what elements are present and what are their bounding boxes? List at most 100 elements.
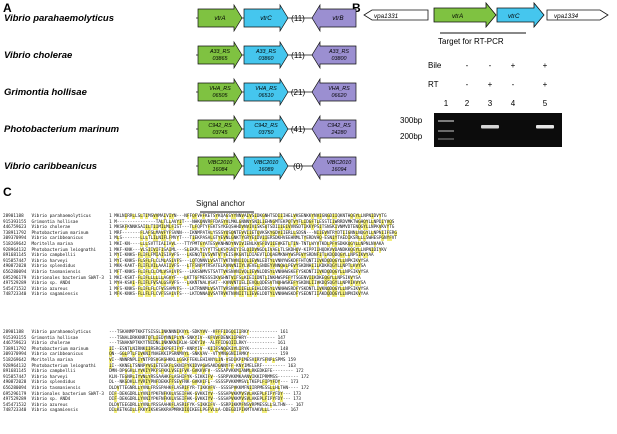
agarose-gel [434, 113, 562, 147]
protein-sequence: 1 MKI-KSKT-FLIFLLLLLLAGVYF---LKTTGFMESSS… [109, 275, 361, 281]
accession-id: 446759623 [3, 341, 32, 347]
protein-sequence: DLDVTTEGNRLLYVNLFRSSPAHKFLASRIFYR-TIKKVF… [109, 385, 309, 391]
alignment-row: 891681145 Vibrio campbellii DMN-DPGGKLLY… [3, 369, 309, 375]
intergenic-count: (11) [291, 14, 305, 23]
alignment-row: 446759623 Vibrio cholerae ---TSNAKNPTKKY… [3, 341, 309, 347]
lane-number: 4 [511, 99, 516, 108]
lane-number: 5 [543, 99, 548, 108]
second-gene-label: VHA_RS [255, 86, 277, 92]
alignment-row: 915393155 Grimontia hollisae 1 M--------… [3, 219, 397, 226]
bile-label: Bile [428, 61, 442, 70]
species-name: Photobacterium marinum [4, 124, 120, 135]
first-gene-label: A33_RS [209, 49, 230, 55]
accession-id: 915393155 [3, 335, 32, 341]
first-gene-arrow [197, 114, 243, 144]
bile-rt-signs: --++-+-+ [466, 61, 548, 89]
protein-sequence: DL--NKGDKLLYVRIYPNFDEKKFFSEVFNK-GVKKIFL-… [109, 380, 299, 386]
first-gene-label: 06505 [213, 93, 229, 99]
organism-name: Vibrio parahaemolyticus [31, 214, 110, 219]
panel-b-rtpcr: vpa1331 vtrA vtrC vpa1334 Target for RT-… [363, 1, 609, 147]
vtrC-label: vtrC [508, 13, 520, 20]
accession-id: 738911792 [3, 230, 32, 236]
second-gene-label: 03860 [259, 56, 274, 62]
organism-name: Vibrio azureus [31, 286, 110, 292]
protein-sequence: 1 MFK-KNKS-FLLFLFLCVFSSAIVFS---LKTDNNAQV… [109, 292, 369, 298]
first-gene-label: 03745 [213, 130, 229, 136]
vtrA-gene-arrow [433, 1, 497, 29]
alignment-row: 738911792 Photobacterium marinum II--ESN… [3, 346, 309, 353]
alignment-row: 915857447 Vibrio harveyi KLN-TEGNRLIYVNL… [3, 374, 309, 381]
accession-id: 28901188 [3, 330, 32, 335]
protein-sequence: VI--NNNRNPLIYNTPDSVGKGHKKLLGSKFFEKLEHIAN… [109, 357, 296, 363]
alignment-row: 545471532 Vibrio azureus DLDVTEEGDRLLYVN… [3, 402, 309, 409]
second-gene-arrow [243, 40, 289, 70]
accession-id: 446759623 [3, 225, 32, 231]
accession-id: 695296179 [3, 275, 32, 281]
alignment-row: 545471532 Vibrio azureus 1 MFS-KNKS-FLIF… [3, 286, 397, 293]
vpa1331-gene-arrow [363, 9, 429, 21]
protein-sequence: 1 MFT-KNKS-FLIFLCLCMLVSAIVFS---LKKSNMVST… [109, 269, 369, 275]
alignment-block-2: 28901188 Vibrio parahaemolyticus ---TSKA… [3, 330, 309, 414]
rt-sign: - [512, 80, 515, 89]
alignment-row: 928964132 Photobacterium leiognathi 1 MK… [3, 247, 397, 254]
species-name: Vibrio cholerae [4, 50, 73, 61]
organism-name: Vibrio splendidus [31, 380, 110, 386]
bile-sign: - [466, 61, 469, 70]
third-gene-label: C942_RS [327, 123, 351, 129]
ladder-band-100 [438, 138, 454, 140]
organism-name: Photobacterium leiognathi [31, 247, 110, 253]
lane3-band [481, 125, 499, 129]
second-gene-label: C942_RS [254, 123, 278, 129]
organism-name: Grimontia hollisae [31, 335, 110, 341]
organism-name: Vibrio parahaemolyticus [31, 330, 110, 335]
organism-name: Moritella marina [31, 357, 110, 363]
accession-id: 915393155 [3, 219, 32, 225]
organism-name: Vibrio sp. AND4 [31, 281, 110, 287]
alignment-row: 518269642 Moritella marina 1 MKI-KN----L… [3, 241, 397, 248]
accession-id: 915857447 [3, 258, 32, 264]
species-name: Vibrio parahaemolyticus [4, 13, 114, 24]
second-gene-label: vtrC [260, 15, 272, 22]
accession-id: 490872028 [3, 380, 32, 386]
third-gene-label: 16094 [332, 167, 347, 173]
organism-name: Vibrio cholerae [31, 225, 110, 231]
alignment-row: 695296179 Vibrionales bacterium SWAT-3 1… [3, 275, 397, 282]
organism-name: Vibrio harveyi [31, 258, 110, 264]
intergenic-count: (0) [293, 162, 303, 171]
organism-name: Vibrio cholerae [31, 341, 110, 347]
alignment-row: 915857447 Vibrio harveyi 1 MYI-KNKS-FLSF… [3, 258, 397, 265]
organism-name: Grimontia hollisae [31, 219, 110, 225]
organism-name: Vibrio caribbeanicus [31, 236, 110, 242]
accession-id: 545471532 [3, 402, 32, 408]
organism-name: Vibrio splendidus [31, 264, 110, 270]
accession-id: 497529289 [3, 397, 32, 403]
panel-letter-b: B [352, 1, 361, 15]
alignment-row: 748723340 Vibrio sagamiensis DILKETKGDLL… [3, 408, 309, 414]
rt-label: RT [428, 80, 439, 89]
third-gene-label: 03800 [332, 56, 347, 62]
alignment-row: 28901188 Vibrio parahaemolyticus ---TSKA… [3, 330, 309, 336]
intergenic-count: (21) [291, 88, 306, 97]
organism-name: Vibrio harveyi [31, 374, 110, 380]
vpa1334-gene-arrow [546, 9, 609, 21]
first-gene-arrow [197, 40, 243, 70]
bile-sign: + [511, 61, 516, 70]
alignment-row: 309370994 Vibrio caribbeanicus QN--GGLPT… [3, 352, 309, 358]
third-gene-arrow [311, 3, 357, 33]
third-gene-label: 06620 [332, 93, 347, 99]
rt-sign: + [488, 80, 493, 89]
first-gene-arrow [197, 3, 243, 33]
alignment-row: 738911792 Photobacterium marinum 1 MRF--… [3, 230, 397, 237]
protein-sequence: 1 MRF-------FLAFSLMAVFYFSVNN---IKNMPATAL… [109, 230, 397, 236]
protein-sequence: ---TSKANMPTKKFTSISSLINKNNNIKVYL-SDKYVV--… [109, 330, 289, 335]
protein-sequence: 1 MYH-KSKI-FLIFLFVSALGSAVFS---LKKNTNALVS… [109, 281, 366, 287]
accession-id: 309370994 [3, 352, 32, 358]
ladder-band-300 [438, 120, 454, 122]
alignment-row: 497529289 Vibrio sp. AND4 DIF-DEKGDRLLYV… [3, 397, 309, 403]
accession-id: 695296179 [3, 391, 32, 397]
accession-id: 28901188 [3, 214, 32, 219]
accession-id: 309370994 [3, 236, 32, 242]
protein-sequence: ---TSNALDRKKNRTQTLIEDYNNIPLYN-SNKYIV--KF… [109, 335, 286, 341]
second-gene-arrow [243, 114, 289, 144]
